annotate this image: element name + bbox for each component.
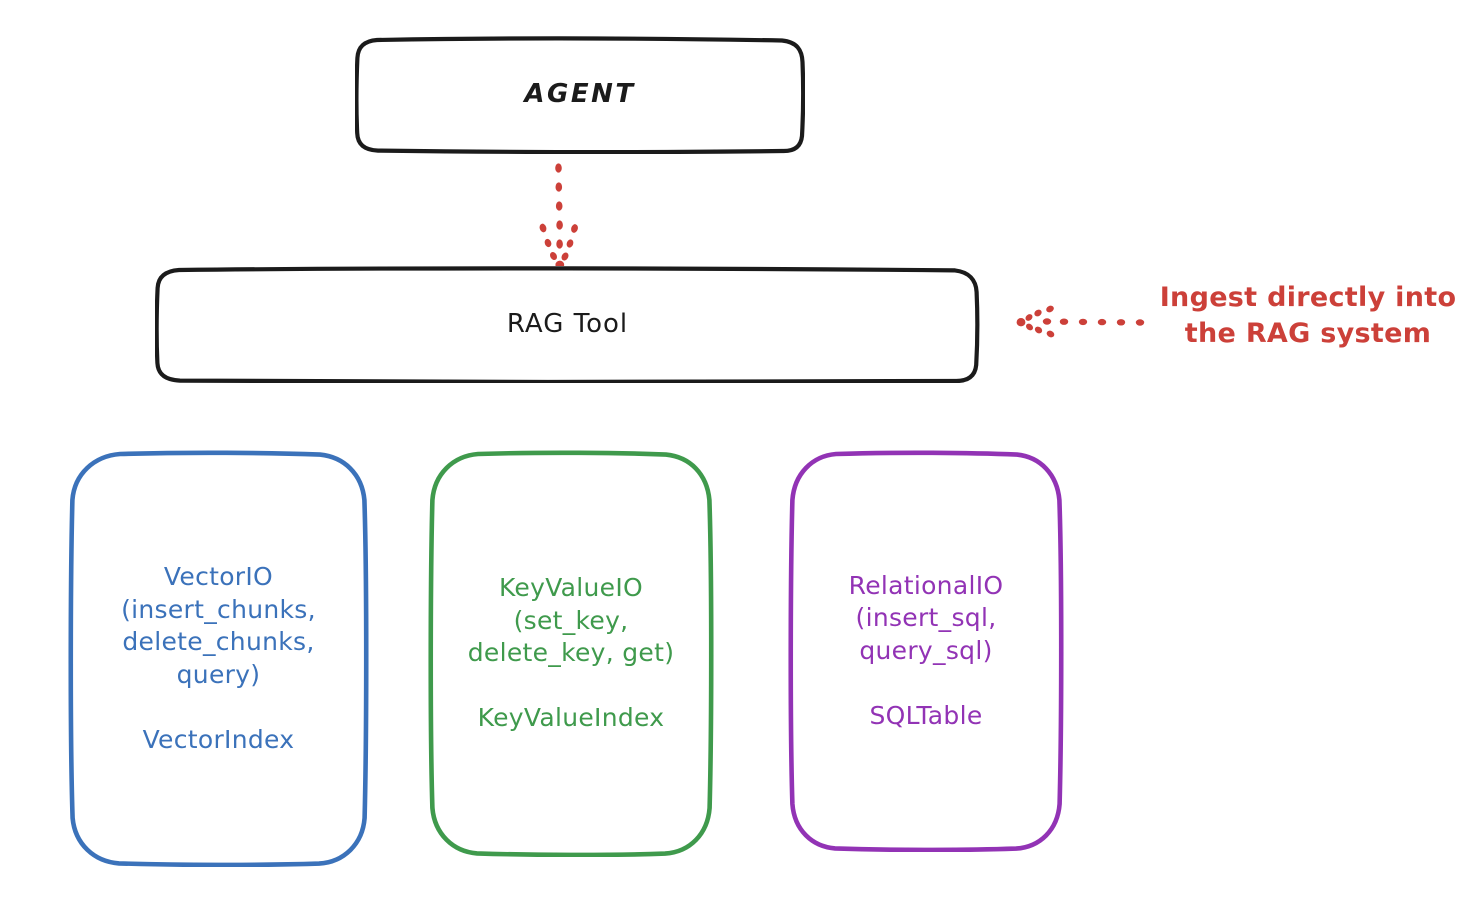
node-relational-io[interactable]: RelationalIO (insert_sql, query_sql) SQL… [788,450,1064,852]
node-agent[interactable]: AGENT [355,36,805,154]
node-key-value-io[interactable]: KeyValueIO (set_key, delete_key, get) Ke… [428,450,714,857]
arrow-ingest-to-rag-tool [1016,305,1145,338]
node-rag-tool[interactable]: RAG Tool [155,266,980,383]
rag-tool-label: RAG Tool [506,308,629,339]
vector-io-label: VectorIO (insert_chunks, delete_chunks, … [121,562,316,754]
agent-label: AGENT [524,79,636,110]
node-vector-io[interactable]: VectorIO (insert_chunks, delete_chunks, … [68,450,369,867]
annotation-ingest-directly: Ingest directly into the RAG system [1159,282,1457,349]
arrow-agent-to-rag-tool [539,163,578,270]
relational-io-label: RelationalIO (insert_sql, query_sql) SQL… [848,570,1004,730]
key-value-io-label: KeyValueIO (set_key, delete_key, get) Ke… [467,573,675,733]
